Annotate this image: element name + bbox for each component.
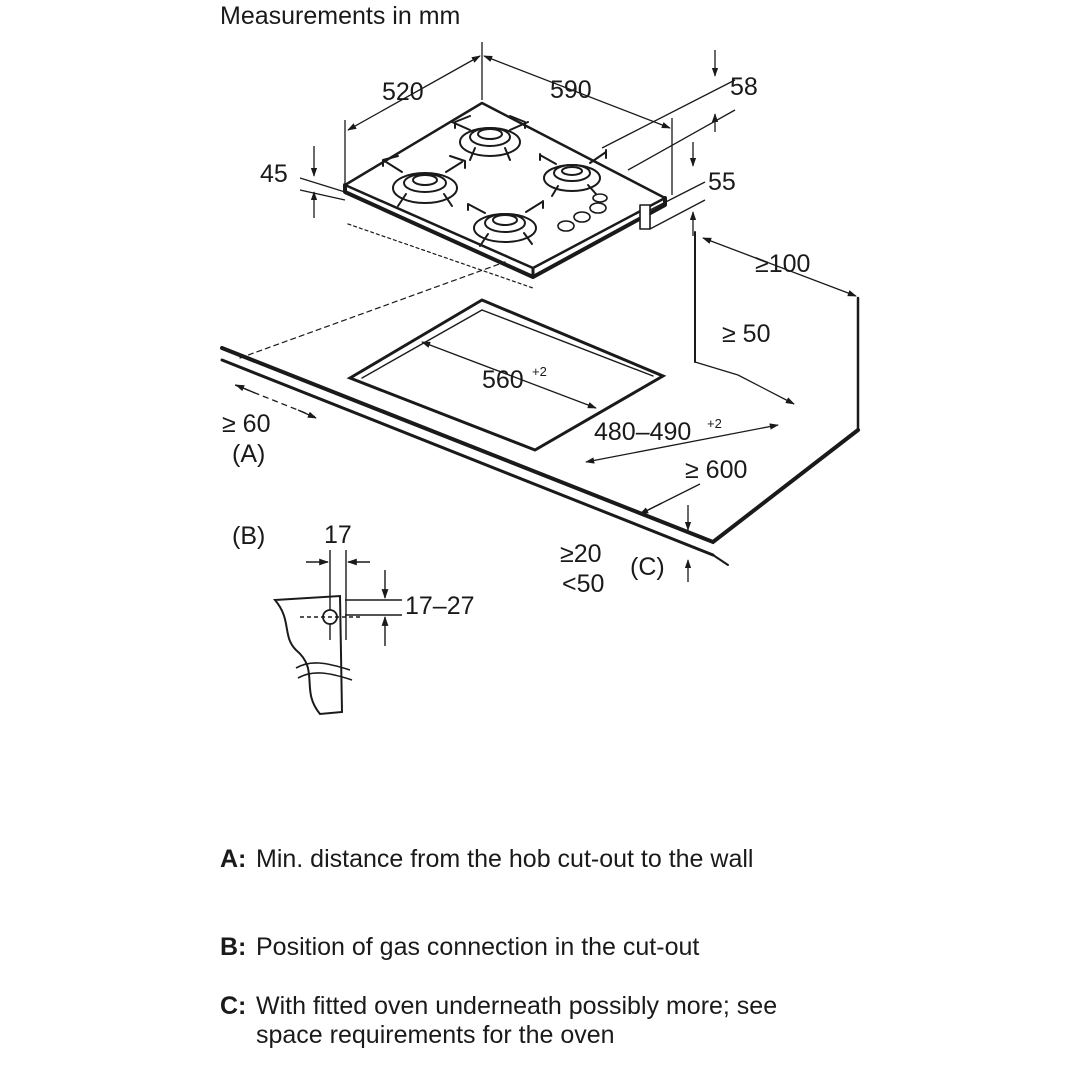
worktop-dimensions <box>234 237 857 582</box>
label-detail-vertical: 17–27 <box>405 592 475 620</box>
label-worktop-thickness-max: <50 <box>562 570 604 598</box>
detail-b: (B) 17 17–27 <box>232 521 475 716</box>
label-detail-horizontal: 17 <box>324 521 352 549</box>
worktop-section <box>272 594 344 716</box>
label-cutout-depth: 480–490 <box>594 418 691 446</box>
label-back-gap: ≥ 50 <box>722 320 770 348</box>
worktop-bottom-edge <box>220 358 715 557</box>
legend-item-b: B: Position of gas connection in the cut… <box>220 933 820 962</box>
label-body-height: 55 <box>708 168 736 196</box>
hob-dimensions <box>299 42 736 236</box>
legend-key-b: B: <box>220 933 247 961</box>
dimension-labels: 520 590 58 45 55 ≥100 ≥ 50 ≥ 60 (A) 560 … <box>222 73 810 598</box>
label-worktop-depth: ≥ 600 <box>685 456 747 484</box>
legend-text-b: Position of gas connection in the cut-ou… <box>256 933 700 961</box>
legend-text-a: Min. distance from the hob cut-out to th… <box>256 845 754 873</box>
marker-a: (A) <box>232 440 265 468</box>
label-wall-distance: ≥ 60 <box>222 410 270 438</box>
label-cutout-width-tolerance: +2 <box>532 364 547 379</box>
marker-c: (C) <box>630 553 665 581</box>
label-edge-height: 45 <box>260 160 288 188</box>
label-cutout-width: 560 <box>482 366 524 394</box>
legend-key-c: C: <box>220 992 247 1020</box>
label-top-height: 58 <box>730 73 758 101</box>
legend-item-a: A: Min. distance from the hob cut-out to… <box>220 845 820 874</box>
worktop-front-edge <box>220 346 860 545</box>
worktop-illustration <box>220 231 860 566</box>
burner-front <box>467 200 544 247</box>
hob-illustration <box>343 101 667 289</box>
legend-item-c: C: With fitted oven underneath possibly … <box>220 992 780 1050</box>
label-hob-width: 590 <box>550 76 592 104</box>
marker-b: (B) <box>232 522 265 550</box>
label-cutout-depth-tolerance: +2 <box>707 416 722 431</box>
control-knobs <box>557 193 608 232</box>
legend-key-a: A: <box>220 845 247 873</box>
label-rear-clearance: ≥100 <box>755 250 810 278</box>
diagram-title: Measurements in mm <box>220 2 460 30</box>
label-worktop-thickness-min: ≥20 <box>560 540 602 568</box>
burner-right <box>539 149 607 197</box>
label-hob-depth: 520 <box>382 78 424 106</box>
legend-text-c: With fitted oven underneath possibly mor… <box>256 992 778 1049</box>
burner-left <box>382 155 466 207</box>
gas-connector <box>639 204 651 230</box>
